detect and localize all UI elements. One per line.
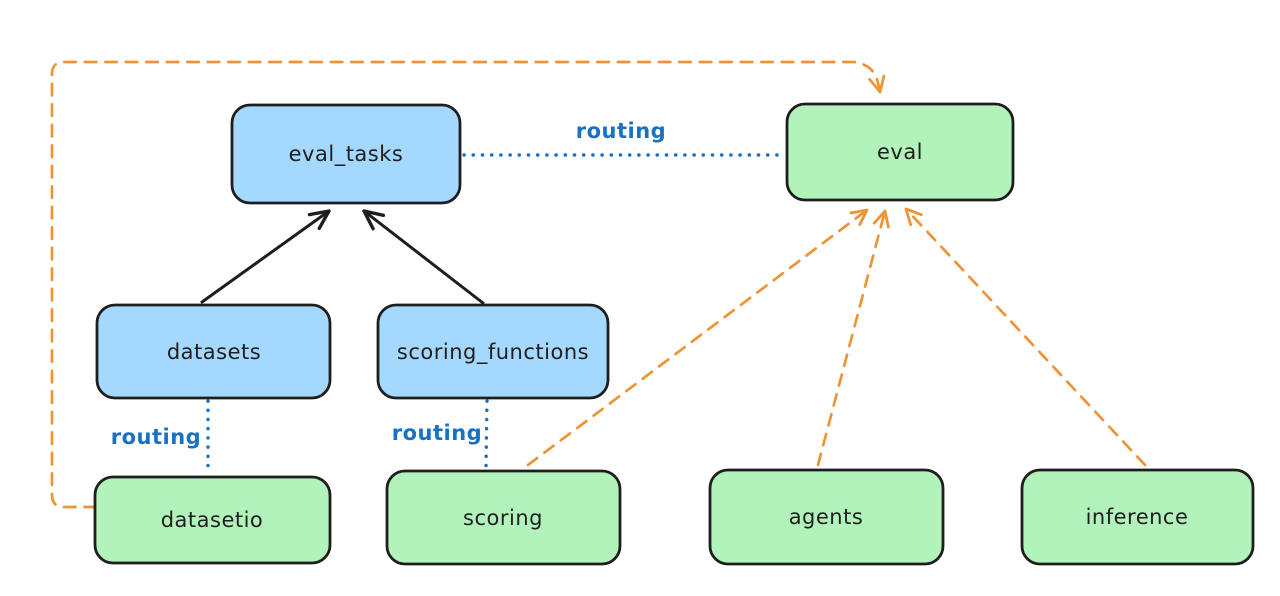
node-eval-tasks-label: eval_tasks <box>289 142 404 167</box>
node-scoring-box <box>385 469 622 566</box>
node-datasetio-label: datasetio <box>161 508 264 532</box>
node-scoring-label: scoring <box>463 506 543 530</box>
edge-label-routing-datasets-datasetio: routing <box>111 425 201 449</box>
edge-label-routing-eval-tasks-eval: routing <box>576 119 666 143</box>
node-inference: inference <box>1020 468 1255 566</box>
node-eval: eval <box>785 102 1015 202</box>
edge-scoring-to-eval <box>526 208 869 467</box>
edge-scoring-functions-to-eval-tasks <box>362 209 485 305</box>
edge-datasetio-to-eval <box>50 60 886 509</box>
node-scoring: scoring <box>385 469 622 566</box>
node-inference-box <box>1020 468 1255 566</box>
node-eval-tasks-box <box>230 103 462 205</box>
node-datasets-label: datasets <box>167 340 261 364</box>
node-datasetio-box <box>93 475 332 565</box>
edge-agents-to-eval <box>816 209 890 467</box>
node-scoring-functions-box <box>376 303 610 400</box>
node-eval-tasks: eval_tasks <box>230 103 462 205</box>
node-eval-label: eval <box>877 140 923 164</box>
edge-routing-scoring-functions-to-scoring <box>484 399 489 470</box>
node-datasets-box <box>95 303 332 400</box>
node-eval-box <box>785 102 1015 202</box>
node-agents: agents <box>708 468 945 566</box>
node-datasets: datasets <box>95 303 332 400</box>
edge-label-routing-scoring-functions-scoring: routing <box>392 421 482 445</box>
node-datasetio: datasetio <box>93 475 332 565</box>
node-agents-box <box>708 468 945 566</box>
node-scoring-functions: scoring_functions <box>376 303 610 400</box>
edge-datasets-to-eval-tasks <box>200 209 331 304</box>
node-inference-label: inference <box>1086 505 1189 529</box>
edge-inference-to-eval <box>904 207 1147 467</box>
node-agents-label: agents <box>789 505 864 529</box>
node-scoring-functions-label: scoring_functions <box>397 340 589 365</box>
